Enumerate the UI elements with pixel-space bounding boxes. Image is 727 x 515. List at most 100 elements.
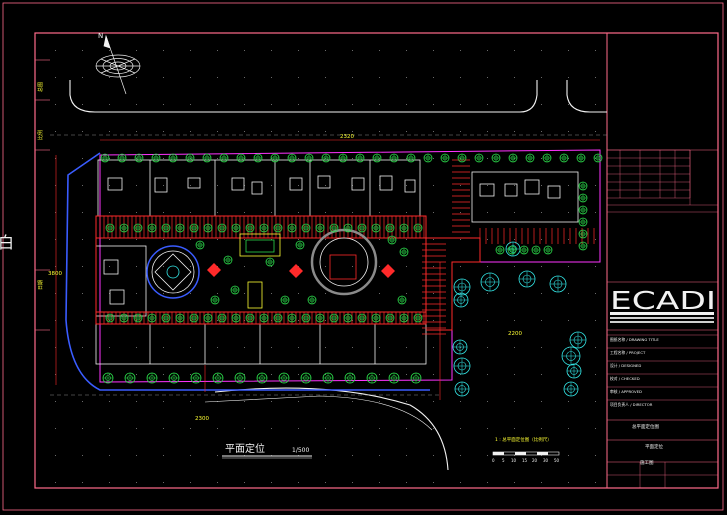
tree-symbol-icon (300, 372, 312, 384)
title-block-rows: 图纸名称 / DRAWING TITLE 工程名称 / PROJECT 设计 /… (610, 337, 659, 407)
east-ring-plaza (310, 228, 378, 296)
red-diamond-markers (207, 263, 395, 278)
tree-symbol-icon (270, 153, 280, 163)
tree-symbol-icon (578, 217, 588, 227)
tree-symbol-icon (212, 372, 224, 384)
title-lower: 平面定位 (645, 443, 663, 450)
tree-symbol-icon (185, 153, 195, 163)
svg-text:N: N (98, 32, 103, 40)
tree-symbol-icon (245, 313, 255, 323)
drawing-scale: 1/500 (292, 447, 309, 454)
tree-symbol-icon (542, 153, 552, 163)
tree-symbol-icon (385, 313, 395, 323)
tree-symbol-icon (287, 153, 297, 163)
tree-symbol-icon (234, 372, 246, 384)
tree-symbol-icon (388, 372, 400, 384)
tree-symbol-icon (287, 313, 297, 323)
scale-tick: 10 (511, 458, 517, 463)
tree-symbol-icon (259, 223, 269, 233)
tree-symbol-icon (315, 313, 325, 323)
tree-symbol-icon (245, 223, 255, 233)
tree-symbol-icon (423, 153, 433, 163)
scale-tick: 30 (543, 458, 549, 463)
tree-symbol-icon (329, 313, 339, 323)
drawing-title: 平面定位 (225, 442, 265, 455)
tree-symbol-icon (295, 240, 305, 250)
frame-edge-glyph: 白 (0, 233, 14, 252)
tree-symbol-icon (161, 223, 171, 233)
tree-symbol-icon (278, 372, 290, 384)
tree-symbol-icon (219, 153, 229, 163)
tree-symbol-icon (134, 153, 144, 163)
tree-symbol-icon (385, 223, 395, 233)
scale-tick: 50 (554, 458, 560, 463)
west-circle-plaza (146, 245, 200, 299)
tree-symbol-icon (315, 223, 325, 233)
tree-symbol-icon (406, 153, 416, 163)
tree-symbol-icon (190, 372, 202, 384)
tree-symbol-icon (223, 255, 233, 265)
tree-symbol-icon (387, 235, 397, 245)
tree-symbol-icon (203, 223, 213, 233)
tree-symbol-icon (397, 295, 407, 305)
tree-symbol-icon (273, 223, 283, 233)
tree-symbol-icon (453, 292, 469, 308)
tree-symbol-icon (578, 205, 588, 215)
tree-symbol-icon (256, 372, 268, 384)
tree-symbol-icon (100, 153, 110, 163)
tree-symbol-icon (344, 372, 356, 384)
tree-symbol-icon (576, 153, 586, 163)
tree-symbol-icon (457, 153, 467, 163)
tree-symbol-icon (147, 313, 157, 323)
ecadi-logo: ECADI (610, 286, 716, 323)
brand-logo: ECADI (610, 286, 716, 315)
title-row: 设计 / DESIGNED (610, 363, 641, 368)
red-paving (95, 215, 481, 331)
tree-symbol-icon (301, 313, 311, 323)
scale-tick: 5 (502, 458, 505, 463)
tree-symbol-icon (287, 223, 297, 233)
tree-symbol-icon (474, 153, 484, 163)
dimension-right: 2200 (508, 331, 522, 337)
tree-symbol-icon (217, 223, 227, 233)
tree-symbol-icon (175, 223, 185, 233)
tree-symbol-icon (440, 153, 450, 163)
tree-symbol-icon (329, 223, 339, 233)
tree-symbol-icon (399, 313, 409, 323)
scale-tick: 15 (522, 458, 528, 463)
tree-symbol-icon (265, 257, 275, 267)
tree-symbol-icon (399, 223, 409, 233)
dimension-left: 3800 (48, 271, 62, 277)
tree-symbol-icon (495, 245, 505, 255)
tree-symbol-icon (480, 272, 500, 292)
tree-symbol-icon (210, 295, 220, 305)
tree-symbol-icon (189, 313, 199, 323)
margin-label: 总图 (37, 82, 44, 92)
tree-symbol-icon (561, 346, 581, 366)
title-row: 工程名称 / PROJECT (610, 350, 646, 355)
tree-symbol-icon (507, 245, 517, 255)
title-lower: 总平面定位图 (632, 423, 659, 430)
tree-symbol-icon (578, 229, 588, 239)
tree-symbol-icon (453, 357, 471, 375)
tree-symbol-icon (371, 223, 381, 233)
scale-tick: 20 (532, 458, 538, 463)
tree-symbol-icon (371, 313, 381, 323)
tree-symbol-icon (343, 223, 353, 233)
tree-symbol-icon (168, 153, 178, 163)
tree-symbol-icon (413, 313, 423, 323)
tree-symbol-icon (563, 381, 579, 397)
tree-symbol-icon (343, 313, 353, 323)
tree-symbol-icon (491, 153, 501, 163)
tree-symbol-icon (230, 285, 240, 295)
tree-symbol-icon (525, 153, 535, 163)
scale-tick: 0 (492, 458, 495, 463)
tree-symbol-icon (307, 295, 317, 305)
tree-symbol-icon (413, 223, 423, 233)
tree-symbol-icon (102, 372, 114, 384)
tree-symbol-icon (578, 193, 588, 203)
tree-symbol-icon (231, 313, 241, 323)
road-lines (69, 80, 607, 471)
tree-symbol-icon (569, 331, 587, 349)
